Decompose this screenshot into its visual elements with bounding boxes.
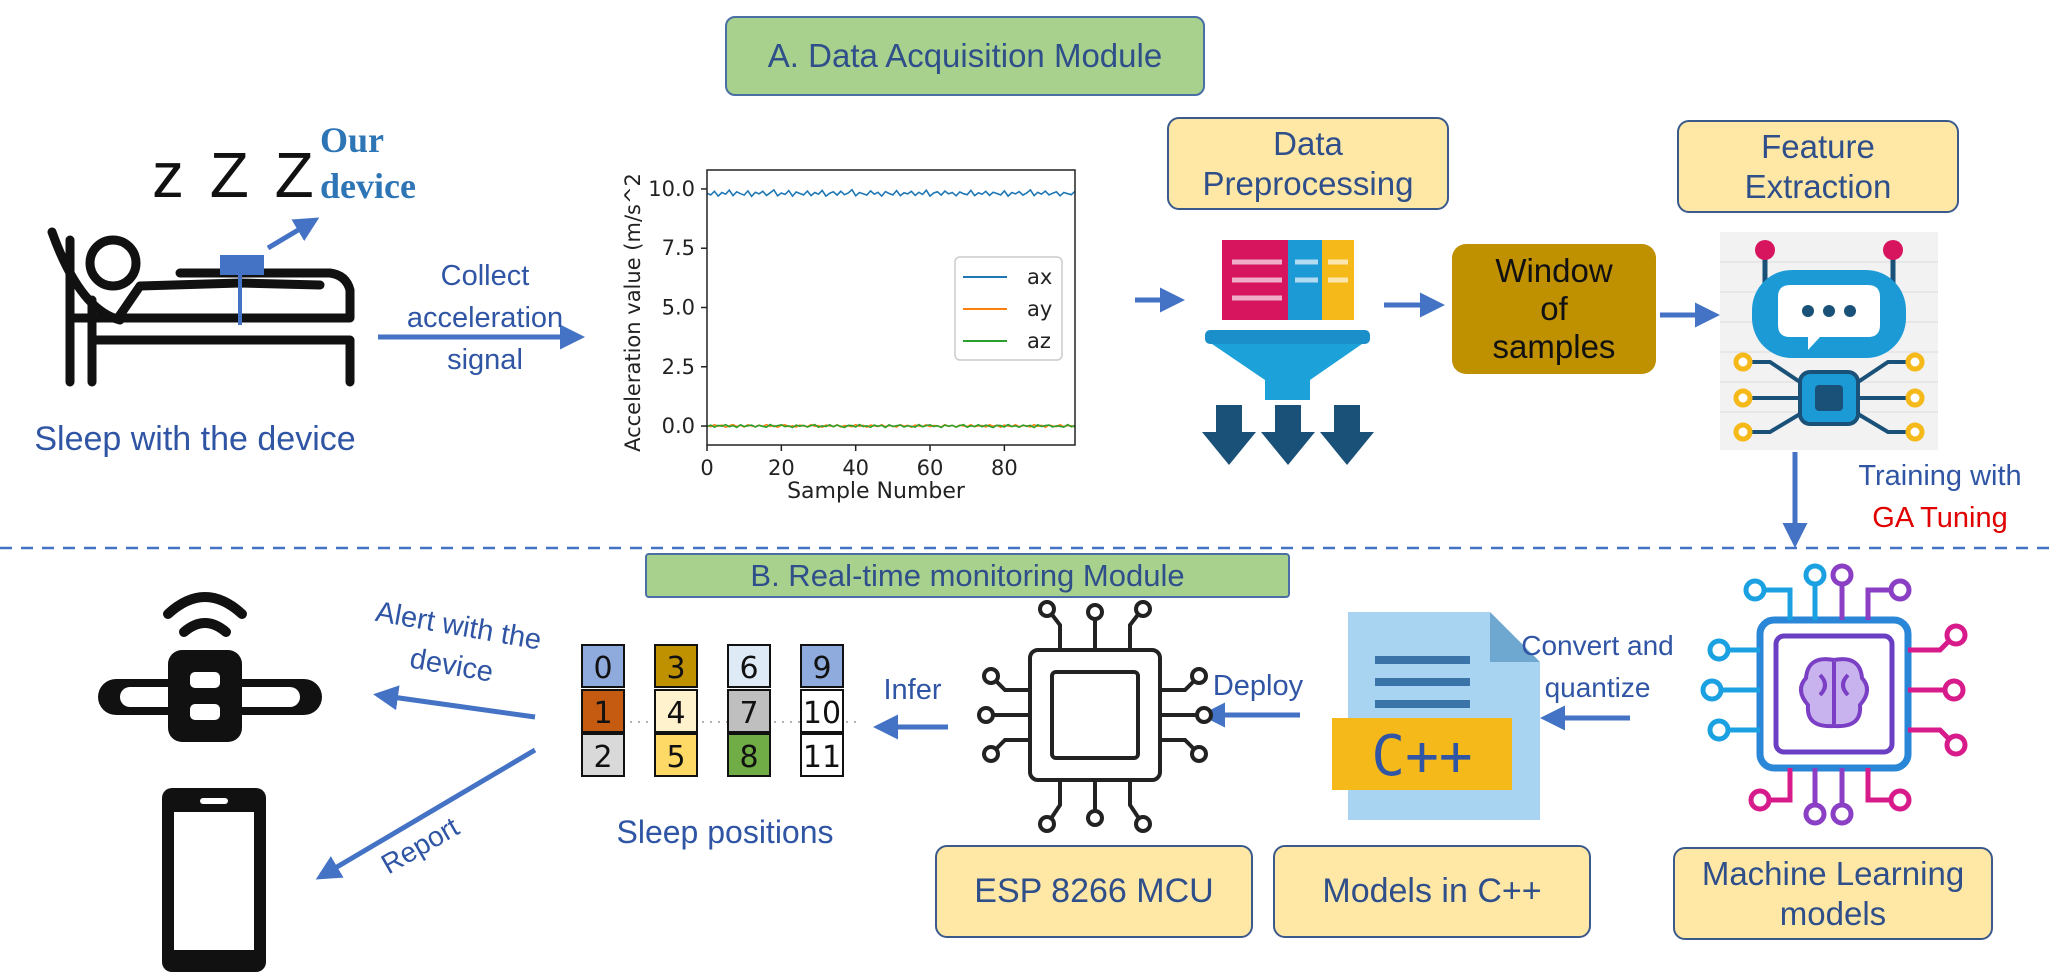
training-line2: GA Tuning: [1872, 502, 2008, 534]
training-label: Training with GA Tuning: [1835, 455, 2045, 539]
x-tick-label: 80: [991, 456, 1018, 480]
ml-line1: Machine Learning: [1701, 854, 1965, 892]
sleeping-person-bed-icon: [47, 227, 355, 387]
section-b-title: B. Real-time monitoring Module: [645, 553, 1290, 598]
position-number: 9: [812, 651, 831, 686]
window-line3: samples: [1492, 327, 1616, 365]
position-cell: [581, 689, 625, 733]
device-marker: [220, 255, 264, 275]
feature-line1: Feature: [1761, 127, 1875, 165]
preprocessing-line2: Preprocessing: [1202, 164, 1414, 202]
legend-label-ax: ax: [1027, 265, 1052, 289]
position-number: 6: [739, 651, 758, 686]
convert-label: Convert and quantize: [1510, 625, 1685, 709]
section-a-title: A. Data Acquisition Module: [725, 16, 1205, 96]
position-cell: [581, 733, 625, 777]
position-cell: [800, 644, 844, 688]
preprocessing-box: Data Preprocessing: [1167, 117, 1449, 210]
robot-icon: [1720, 232, 1938, 450]
window-line1: Window: [1495, 252, 1613, 290]
zzz-text: z Z Z: [152, 139, 318, 211]
x-tick-label: 20: [768, 456, 795, 480]
device-label-line2: device: [320, 166, 416, 206]
position-number: 10: [803, 696, 841, 731]
deploy-label: Deploy: [1212, 670, 1304, 702]
position-cell: [800, 733, 844, 777]
position-cell: [654, 689, 698, 733]
legend-box: [954, 256, 1063, 361]
x-axis-label: Sample Number: [787, 479, 966, 504]
ml-models-box: Machine Learning models: [1673, 847, 1993, 940]
legend-label-ay: ay: [1027, 297, 1052, 321]
position-number: 1: [593, 696, 612, 731]
positions-caption: Sleep positions: [616, 814, 834, 850]
series-line-az: [706, 423, 1076, 429]
feature-line2: Extraction: [1744, 167, 1892, 205]
infer-label: Infer: [883, 674, 942, 706]
position-number: 5: [666, 740, 685, 775]
position-cell: [654, 733, 698, 777]
collect-label: Collect acceleration signal: [385, 255, 585, 381]
convert-line2: quantize: [1544, 672, 1651, 703]
collect-line3: signal: [447, 344, 523, 376]
position-cell: [727, 689, 771, 733]
phone-icon: [162, 788, 266, 972]
brain-chip-icon: [1700, 563, 1968, 826]
position-cell: [654, 644, 698, 688]
window-line2: of: [1540, 290, 1568, 328]
y-tick-label: 0.0: [662, 414, 695, 438]
y-axis-label: Acceleration value (m/s^2: [621, 173, 645, 452]
y-tick-label: 2.5: [662, 355, 695, 379]
position-cell: [800, 689, 844, 733]
collect-line1: Collect: [440, 260, 530, 292]
ml-line2: models: [1779, 894, 1887, 932]
position-number: 8: [739, 740, 758, 775]
position-cell: [727, 733, 771, 777]
models-cpp-box: Models in C++: [1273, 845, 1591, 938]
series-line-ax: [706, 188, 1076, 198]
position-number: 2: [593, 740, 612, 775]
x-tick-label: 0: [700, 456, 713, 480]
mcu-box: ESP 8266 MCU: [935, 845, 1253, 938]
mcu-chip-icon: [977, 600, 1213, 833]
y-tick-label: 10.0: [648, 177, 695, 201]
sleep-caption: Sleep with the device: [34, 420, 356, 458]
legend-label-az: az: [1027, 329, 1051, 353]
position-number: 4: [666, 696, 685, 731]
position-number: 11: [803, 740, 841, 775]
sleep-positions-grid: 0 3 6 9 1 4 7 10 2 5 8 11: [581, 644, 860, 777]
collect-line2: acceleration: [406, 302, 564, 334]
training-line1: Training with: [1858, 460, 2022, 492]
preprocessing-line1: Data: [1273, 124, 1343, 162]
position-number: 0: [593, 651, 612, 686]
window-box: Window of samples: [1452, 244, 1656, 374]
position-cell: [727, 644, 771, 688]
arrow-alert: [373, 685, 536, 720]
x-tick-label: 60: [917, 456, 944, 480]
position-number: 7: [739, 696, 758, 731]
position-number: 3: [666, 651, 685, 686]
cpp-file-icon: [1332, 612, 1540, 820]
cpp-glyph: C++: [1371, 724, 1473, 789]
wearable-device-icon: [98, 592, 322, 742]
device-label-line1: Our: [320, 120, 385, 160]
funnel-icon: [1202, 240, 1374, 465]
convert-line1: Convert and: [1521, 630, 1674, 661]
y-tick-label: 5.0: [662, 296, 695, 320]
feature-box: Feature Extraction: [1677, 120, 1959, 213]
x-tick-label: 40: [842, 456, 869, 480]
device-pointer-arrow: [266, 217, 320, 251]
position-cell: [581, 644, 625, 688]
arrow-report: [315, 747, 537, 880]
y-tick-label: 7.5: [662, 236, 695, 260]
